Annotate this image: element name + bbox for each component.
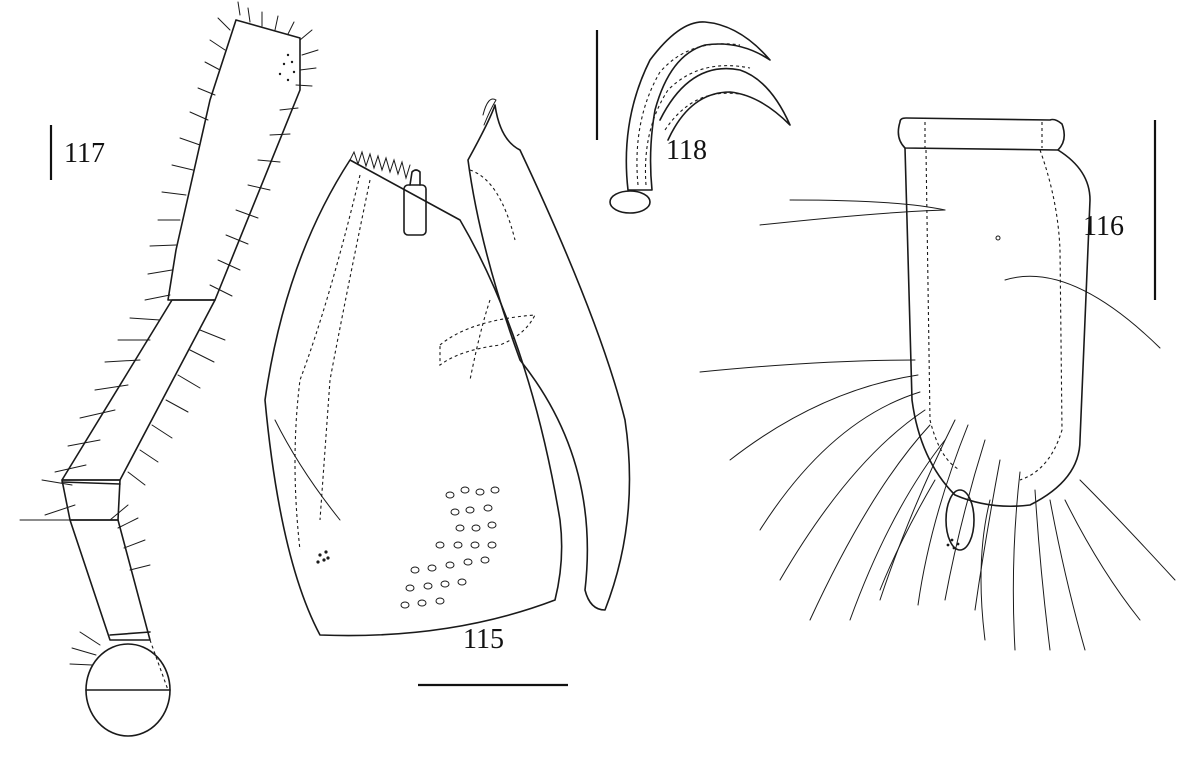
claw-base: [609, 190, 651, 214]
leg-femur: [61, 299, 216, 481]
leg-joint-1: [61, 479, 121, 521]
fig-118-label: 118: [666, 135, 707, 166]
palp-sensillum: [945, 489, 975, 551]
leg-tibia-tarsus: [167, 19, 301, 301]
mandible-body: [264, 159, 563, 637]
palp-body: [904, 147, 1091, 508]
mandible-pores: [400, 486, 500, 609]
palp-apex: [897, 117, 1066, 151]
fig-116-label: 116: [1083, 211, 1124, 242]
claw-outer: [625, 21, 771, 191]
mandible-process: [403, 184, 427, 236]
leg-trochanter: [69, 519, 151, 641]
fig-118-claw: [609, 21, 791, 214]
fig-117-leg: [19, 1, 319, 737]
leg-tip-dots: [278, 53, 296, 82]
mandible-lateral-lobe: [467, 104, 631, 611]
leg-setae: [19, 1, 319, 666]
fig-115-label: 115: [463, 624, 504, 655]
claw-inner: [659, 67, 791, 141]
fig-117-label: 117: [64, 138, 105, 169]
fig-115-mandible: [264, 98, 631, 637]
mandible-teeth: [349, 150, 411, 180]
palp-setae-fan: [699, 359, 1176, 651]
fig-116-palp: [699, 117, 1176, 651]
